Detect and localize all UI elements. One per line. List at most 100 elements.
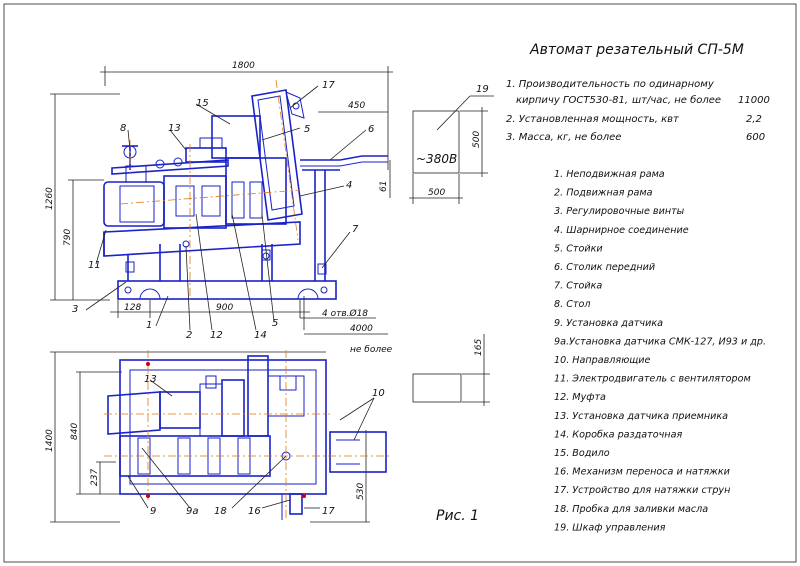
callout-leader xyxy=(141,447,191,509)
plan-callouts: 13 10 9 9а 18 16 17 xyxy=(127,374,385,517)
dim-128: 128 xyxy=(124,303,141,313)
dim-4000: 4000 xyxy=(350,324,373,334)
callout-label: 11 xyxy=(88,260,101,271)
callout-leader xyxy=(85,281,127,311)
cabinet-width: 500 xyxy=(428,188,445,198)
callout-label: 2 xyxy=(186,330,192,341)
offset-61: 61 xyxy=(379,181,389,192)
callout-label: 15 xyxy=(196,98,209,109)
callout-leader xyxy=(289,85,319,109)
no-more-note: не более xyxy=(350,345,393,355)
plan-stand xyxy=(247,355,269,437)
callout-label: 8 xyxy=(120,123,126,134)
callout-leader xyxy=(195,103,231,125)
parts-list-item: 5. Стойки xyxy=(554,243,603,254)
plan-guides xyxy=(329,431,387,473)
callout-label: 16 xyxy=(248,506,261,517)
spec-1-unit: шт/час, не более xyxy=(632,94,721,106)
parts-list-item: 12. Муфта xyxy=(554,392,606,403)
callout-leader xyxy=(95,229,107,265)
callout-label: 13 xyxy=(168,123,181,134)
parts-list-item: 4. Шарнирное соединение xyxy=(554,225,689,236)
motor-housing xyxy=(103,181,165,227)
parts-list-item: 17. Устройство для натяжки струн xyxy=(554,485,730,496)
gearbox xyxy=(163,175,227,229)
moving-frame xyxy=(103,221,301,257)
carrier-bracket xyxy=(211,115,261,159)
callout-label: 17 xyxy=(322,506,335,517)
spec-2-value: 2,2 xyxy=(746,114,762,125)
plan-width: 1400 xyxy=(45,429,55,452)
callout-label: 1 xyxy=(146,320,152,331)
spec-1-label2: кирпичу ГОСТ530-81, xyxy=(516,95,628,106)
callout-label: 17 xyxy=(322,80,335,91)
callout-leader xyxy=(231,455,287,509)
callout-leader xyxy=(149,379,173,397)
cabinet-height: 500 xyxy=(472,131,482,148)
callout-label: 18 xyxy=(214,506,227,517)
callout-label: 5 xyxy=(272,318,278,329)
callout-label: 7 xyxy=(352,224,359,235)
plan-237: 237 xyxy=(90,469,100,486)
spec-1-label: 1. Производительность по одинарному xyxy=(506,79,715,90)
sheet-frame xyxy=(3,3,797,563)
callout-leader xyxy=(127,475,149,509)
callout-label: 9а xyxy=(186,506,199,517)
callout-label: 9 xyxy=(150,506,156,517)
parts-list-item: 6. Столик передний xyxy=(554,262,655,273)
parts-list-item: 1. Неподвижная рама xyxy=(554,169,665,180)
overall-length: 1800 xyxy=(232,61,255,71)
parts-list-item: 10. Направляющие xyxy=(554,355,651,366)
parts-list-item: 13. Установка датчика приемника xyxy=(554,411,728,422)
callout-label: 4 xyxy=(346,180,352,191)
cabinet-top-view xyxy=(412,373,462,403)
callout-label: 12 xyxy=(210,330,223,341)
front-table xyxy=(300,155,388,161)
parts-list-item: 15. Водило xyxy=(554,448,610,459)
stands-block xyxy=(225,157,287,225)
parts-list-item: 3. Регулировочные винты xyxy=(554,206,685,217)
callout-leader xyxy=(261,213,275,323)
side-elevation-view: 1800 450 1260 790 61 xyxy=(45,61,393,355)
height-total: 1260 xyxy=(45,187,55,210)
height-table: 790 xyxy=(63,229,73,246)
figure-caption: Рис. 1 xyxy=(436,508,479,524)
parts-list-item: 16. Механизм переноса и натяжки xyxy=(554,467,730,478)
spec-2-label: 2. Установленная мощность, квт xyxy=(506,114,680,125)
tensioner-column xyxy=(251,89,303,221)
parts-list-item: 19. Шкаф управления xyxy=(554,522,666,533)
callout-label: 13 xyxy=(144,374,157,385)
parts-list-item: 11. Электродвигатель с вентилятором xyxy=(554,374,751,385)
plan-coupling xyxy=(159,391,201,429)
specifications: 1. Производительность по одинарному кирп… xyxy=(506,79,770,143)
callout-leader xyxy=(169,129,187,151)
callout-leader xyxy=(185,245,191,331)
callout-leader xyxy=(261,499,291,509)
plan-840: 840 xyxy=(70,423,80,440)
cabinet-depth: 165 xyxy=(474,339,484,356)
cabinet-leader xyxy=(436,95,471,131)
spec-3-label: 3. Масса, кг, не более xyxy=(506,131,621,143)
parts-list: 1. Неподвижная рама 2. Подвижная рама 3. Р… xyxy=(554,169,766,533)
callout-leader xyxy=(155,295,169,327)
callout-label: 3 xyxy=(72,304,78,315)
callout-label: 6 xyxy=(368,124,374,135)
parts-list-item: 2. Подвижная рама xyxy=(554,188,653,199)
control-cabinet: ~380В 19 500 500 165 xyxy=(409,84,494,406)
plan-tensioner xyxy=(289,493,303,515)
plan-gearbox xyxy=(221,379,245,437)
parts-list-item: 18. Пробка для заливки масла xyxy=(554,503,708,515)
callout-label: 10 xyxy=(372,388,385,399)
plan-motor xyxy=(107,391,161,435)
holes-note: 4 отв.Ø18 xyxy=(322,308,368,319)
cabinet-front-view xyxy=(412,110,460,174)
cabinet-voltage: ~380В xyxy=(416,152,457,166)
callout-leader xyxy=(231,213,257,331)
callout-label: 14 xyxy=(254,330,267,341)
cabinet-number: 19 xyxy=(476,84,489,95)
fixed-frame-base xyxy=(117,280,337,300)
callout-leader xyxy=(329,129,367,161)
drawing-title: Автомат резательный СП-5М xyxy=(529,42,744,58)
